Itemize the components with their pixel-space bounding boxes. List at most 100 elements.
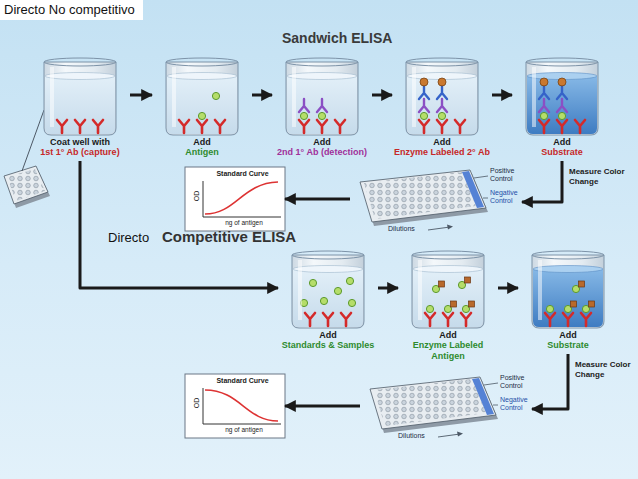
- leader-line: [474, 176, 488, 178]
- flow-arrow: [285, 405, 360, 408]
- plate-top: [360, 170, 486, 222]
- chart-label: ng of antigen: [209, 426, 279, 434]
- leader-line: [493, 405, 498, 406]
- plate-wells: [364, 172, 476, 219]
- beaker: [286, 58, 358, 135]
- step-node: AddEnzyme Labeled Antigen: [398, 248, 498, 365]
- step-node: Add2nd 1° Ab (detection): [272, 55, 372, 161]
- reagent-name: Substrate: [512, 147, 612, 157]
- leader-line: [483, 198, 488, 199]
- plate-label: Dilutions: [398, 432, 434, 440]
- step-caption: AddEnzyme Labeled 2° Ab: [392, 137, 492, 158]
- microplate: [370, 377, 498, 437]
- step-node: AddStandards & Samples: [278, 248, 378, 354]
- microplate-node: Positive ControlNegative ControlDilution…: [350, 165, 522, 239]
- section-heading: Competitive ELISA: [162, 228, 296, 245]
- plate-label: Dilutions: [388, 225, 424, 233]
- microplate: [360, 170, 488, 230]
- plate-label: Negative Control: [490, 189, 520, 205]
- control-column: [462, 171, 484, 208]
- plate-wells: [7, 169, 45, 201]
- reagent-name: Enzyme Labeled 2° Ab: [392, 147, 492, 157]
- flow-arrow: [372, 94, 392, 97]
- standard-curve-chart: [185, 374, 285, 438]
- flow-arrow: [522, 161, 562, 202]
- flow-arrow: [130, 94, 152, 97]
- microplate-small: [4, 110, 50, 208]
- step-verb: Coat well with: [30, 137, 130, 147]
- step-verb: Add: [152, 137, 252, 147]
- plate-label: Negative Control: [500, 396, 530, 412]
- flow-arrow: [532, 354, 568, 409]
- control-column: [472, 378, 494, 415]
- step-node: AddSubstrate: [512, 55, 612, 161]
- step-caption: AddSubstrate: [518, 330, 618, 351]
- beaker: [532, 251, 604, 328]
- step-node: AddAntigen: [152, 55, 252, 161]
- leader-line: [22, 110, 44, 171]
- beaker: [412, 251, 484, 328]
- edge-label: Measure Color Change: [575, 360, 631, 379]
- reagent-name: Enzyme Labeled Antigen: [398, 340, 498, 361]
- plate-wells: [374, 379, 486, 426]
- reagent-name: Standards & Samples: [278, 340, 378, 350]
- step-verb: Add: [278, 330, 378, 340]
- step-caption: AddStandards & Samples: [278, 330, 378, 351]
- plate-top: [370, 377, 496, 429]
- beaker: [406, 58, 478, 135]
- beaker: [166, 58, 238, 135]
- reagent-name: Antigen: [152, 147, 252, 157]
- chart-label: Standard Curve: [205, 170, 280, 178]
- plate-label: Positive Control: [500, 374, 530, 390]
- chart-frame: [185, 374, 285, 438]
- step-caption: Add2nd 1° Ab (detection): [272, 137, 372, 158]
- dilution-arrow: [428, 227, 450, 230]
- sigmoid-curve: [205, 390, 278, 421]
- step-caption: AddEnzyme Labeled Antigen: [398, 330, 498, 361]
- edge-label: Measure Color Change: [569, 167, 625, 186]
- flow-arrow: [378, 287, 398, 290]
- slide-label: Directo No competitivo: [0, 0, 143, 20]
- standard-curve-node: Standard CurveOD ng of antigen: [185, 374, 285, 438]
- section-heading: Sandwich ELISA: [282, 30, 392, 46]
- beaker: [44, 58, 116, 135]
- dilution-arrowhead: [457, 432, 463, 437]
- step-verb: Add: [398, 330, 498, 340]
- step-verb: Add: [518, 330, 618, 340]
- step-node: Coat well with1st 1° Ab (capture): [30, 55, 130, 161]
- leader-line: [484, 383, 498, 385]
- reagent-name: 2nd 1° Ab (detection): [272, 147, 372, 157]
- chart-label: Standard Curve: [205, 377, 280, 385]
- standard-curve-chart: [185, 167, 285, 231]
- chart-frame: [185, 167, 285, 231]
- step-verb: Add: [392, 137, 492, 147]
- plate-side: [6, 170, 50, 208]
- step-caption: AddSubstrate: [512, 137, 612, 158]
- step-node: AddSubstrate: [518, 248, 618, 354]
- standard-curve-node: Standard CurveOD ng of antigen: [185, 167, 285, 231]
- reagent-name: Substrate: [518, 340, 618, 350]
- reagent-name: 1st 1° Ab (capture): [30, 147, 130, 157]
- flow-arrow: [80, 161, 278, 288]
- dilution-arrow: [438, 434, 460, 437]
- step-verb: Add: [272, 137, 372, 147]
- chart-label: ng of antigen: [209, 219, 279, 227]
- beaker: [526, 58, 598, 135]
- flow-arrow: [498, 287, 518, 290]
- dilution-arrowhead: [447, 225, 453, 230]
- plate-label: Positive Control: [490, 167, 520, 183]
- flow-arrow: [252, 94, 272, 97]
- chart-label: OD: [193, 186, 201, 206]
- chart-label: OD: [193, 393, 201, 413]
- microplate-node: Positive ControlNegative ControlDilution…: [360, 372, 532, 446]
- sigmoid-curve: [205, 182, 278, 214]
- step-caption: AddAntigen: [152, 137, 252, 158]
- beaker: [292, 251, 364, 328]
- plate-top: [4, 166, 48, 204]
- step-node: AddEnzyme Labeled 2° Ab: [392, 55, 492, 161]
- flow-arrow: [285, 198, 350, 201]
- flow-arrow: [492, 94, 512, 97]
- section-heading: Directo: [108, 230, 149, 245]
